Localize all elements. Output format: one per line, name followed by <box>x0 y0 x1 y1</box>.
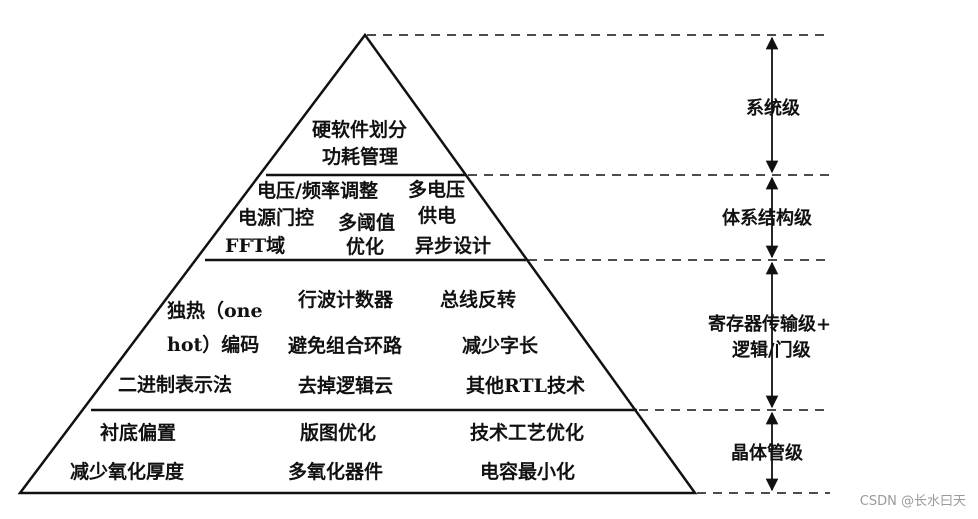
optimize-label: 优化 <box>346 236 385 258</box>
bus-inversion-label: 总线反转 <box>440 289 517 311</box>
dashed-guides <box>367 34 830 494</box>
fft-domain-label: FFT域 <box>225 235 286 257</box>
level-transistor-label: 晶体管级 <box>731 443 803 464</box>
power-gating-label: 电源门控 <box>238 207 315 229</box>
level-system-label: 系统级 <box>746 98 800 119</box>
remove-logic-cloud-label: 去掉逻辑云 <box>298 375 394 397</box>
watermark: CSDN @长水曰天 <box>859 494 966 509</box>
level-rtl-label-line1: 寄存器传输级+ <box>708 314 832 335</box>
other-rtl-techniques-label: 其他RTL技术 <box>466 375 585 397</box>
reduce-word-length-label: 减少字长 <box>462 335 539 357</box>
capacitance-minimize-label: 电容最小化 <box>480 461 576 483</box>
multi-threshold-label: 多阈值 <box>338 212 396 234</box>
async-design-label: 异步设计 <box>415 235 492 257</box>
reduce-oxide-thickness-label: 减少氧化厚度 <box>70 461 185 483</box>
one-hot-label-line1: 独热（one <box>167 300 263 322</box>
binary-representation-label: 二进制表示法 <box>118 374 233 396</box>
one-hot-label-line2: hot）编码 <box>167 334 260 356</box>
ripple-counter-label: 行波计数器 <box>298 289 394 311</box>
level-architecture-label: 体系结构级 <box>722 208 812 229</box>
dvfs-label: 电压/频率调整 <box>257 180 378 202</box>
supply-label: 供电 <box>418 205 457 227</box>
layout-optimization-label: 版图优化 <box>300 422 377 444</box>
pyramid-outline <box>17 32 698 495</box>
hw-sw-partition-label: 硬软件划分 <box>312 119 408 141</box>
substrate-bias-label: 衬底偏置 <box>100 422 177 444</box>
multi-oxide-devices-label: 多氧化器件 <box>288 461 384 483</box>
power-management-label: 功耗管理 <box>322 146 399 168</box>
multi-voltage-label: 多电压 <box>408 179 466 201</box>
avoid-comb-loops-label: 避免组合环路 <box>288 335 403 357</box>
level-rtl-label-line2: 逻辑/门级 <box>732 340 811 361</box>
process-optimization-label: 技术工艺优化 <box>470 422 585 444</box>
